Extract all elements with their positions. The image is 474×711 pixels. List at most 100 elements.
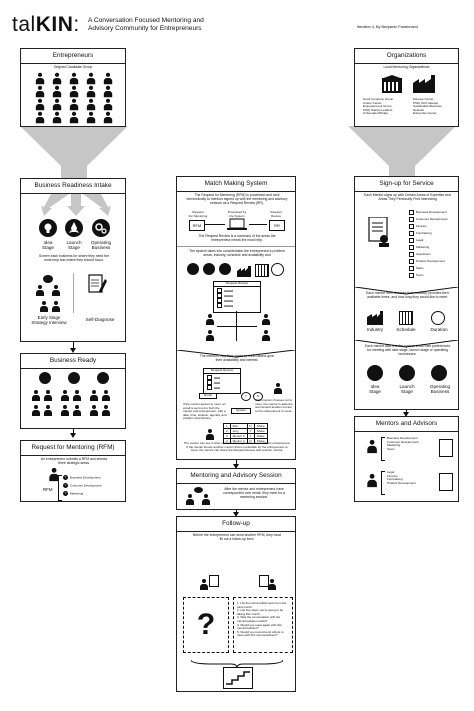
constraint-industry: Industry bbox=[366, 327, 384, 332]
mentor-icon bbox=[366, 473, 377, 487]
mentors-title: Mentors and Advisors bbox=[355, 417, 458, 432]
people-meeting-icon bbox=[39, 299, 61, 313]
clipboard-icon bbox=[87, 273, 107, 295]
clock-icon bbox=[271, 263, 284, 276]
results-chart-icon bbox=[223, 667, 253, 689]
organizations-title: Organizations bbox=[355, 49, 458, 64]
match-summary: The Request Review is a summary of the a… bbox=[198, 234, 276, 243]
checklist: ▬▬▬▬▬▬▬▬▬▬▬▬ bbox=[217, 288, 233, 308]
lightbulb-icon bbox=[187, 263, 199, 275]
building-icon bbox=[381, 75, 403, 93]
intake-screen-text: Screen each business for where they need… bbox=[39, 254, 109, 263]
funnel-left bbox=[20, 126, 128, 180]
rfm-prefix: RFM bbox=[43, 487, 53, 492]
person-icon bbox=[103, 85, 112, 98]
rfm-item: ?Customer Development bbox=[63, 483, 102, 488]
mentor-bracket bbox=[381, 437, 385, 461]
logo-kin: KIN bbox=[35, 13, 74, 36]
arrow-down bbox=[232, 464, 239, 469]
person-icon bbox=[52, 111, 61, 124]
match-box: Match Making System The Request for Ment… bbox=[176, 176, 296, 460]
questions-form: 1. List five accomplishments from the pa… bbox=[233, 597, 293, 653]
arrow-down bbox=[69, 433, 76, 438]
mentor-checklist-icon bbox=[367, 216, 393, 247]
list-item: 3. Was the conversation with the mentor/… bbox=[237, 615, 281, 623]
calendar-icon bbox=[399, 311, 413, 325]
rr-doc: RR bbox=[269, 220, 285, 231]
person-icon bbox=[69, 98, 78, 111]
signup-stage-1: Idea Stage bbox=[368, 384, 381, 394]
list-item: Product Development bbox=[387, 480, 416, 485]
list-item: Sustainable Business bbox=[413, 104, 442, 109]
match-criteria-icons bbox=[187, 263, 287, 277]
v-divider bbox=[354, 335, 459, 348]
list-item: Legal bbox=[387, 470, 395, 474]
v-divider bbox=[354, 282, 459, 295]
person-icon bbox=[72, 390, 81, 401]
person-icon bbox=[69, 72, 78, 85]
list-item: Business Development bbox=[387, 436, 418, 440]
people-meeting-icon bbox=[185, 487, 213, 505]
list-item: Team bbox=[409, 272, 459, 279]
person-icon bbox=[89, 405, 98, 416]
gears-icon bbox=[92, 219, 110, 237]
signup-box: Sign-up for Service Each Mentor signs up… bbox=[354, 176, 459, 410]
factory-icon bbox=[413, 75, 435, 93]
constraint-duration: Duration bbox=[430, 327, 448, 332]
request-review-label-2: Request Review bbox=[204, 368, 240, 374]
person-icon bbox=[86, 98, 95, 111]
gears-icon bbox=[431, 365, 447, 381]
no-option[interactable]: N bbox=[253, 392, 263, 401]
question-mark-icon: ? bbox=[196, 608, 216, 641]
intake-early-label: Early Stage Strategy Interview bbox=[31, 315, 67, 325]
constraint-schedule: Schedule bbox=[396, 327, 416, 332]
request-review-doc-2: Request Review ▬▬▬▬▬▬ bbox=[203, 368, 241, 394]
list-item: Operations bbox=[409, 251, 459, 258]
calendar-icon bbox=[255, 264, 269, 277]
mentors-box: Mentors and Advisors Business Developmen… bbox=[354, 416, 459, 502]
organizations-box: Organizations Local Mentoring Organizati… bbox=[354, 48, 459, 127]
list-item: Network bbox=[413, 107, 425, 112]
intake-stage-2: Launch Stage bbox=[66, 240, 82, 250]
lightbulb-icon bbox=[367, 365, 383, 381]
flow-mid-label: Processed by the System bbox=[227, 210, 247, 218]
logo: talKIN: bbox=[12, 14, 80, 36]
list-item: Legal bbox=[409, 237, 459, 244]
mentor-icon bbox=[261, 330, 270, 341]
list-item: Unbounded Bridge bbox=[363, 111, 389, 116]
person-icon bbox=[35, 72, 44, 85]
list-item: Team bbox=[387, 446, 395, 451]
person-icon bbox=[103, 111, 112, 124]
list-item: Customer Development bbox=[387, 439, 419, 444]
help-icon: ? bbox=[63, 475, 68, 480]
checkbox-icon bbox=[409, 251, 414, 257]
checkbox-icon bbox=[409, 237, 414, 243]
factory-icon bbox=[237, 264, 251, 277]
logo-tal: tal bbox=[12, 13, 36, 36]
yes-option[interactable]: Y bbox=[241, 392, 251, 401]
speech-people-icon bbox=[35, 275, 61, 297]
help-icon: ? bbox=[63, 483, 68, 488]
clock-icon bbox=[431, 311, 445, 325]
list-item: Philly Tech Meetup bbox=[413, 100, 439, 105]
person-icon bbox=[52, 98, 61, 111]
list-item: Fundraising bbox=[387, 477, 403, 482]
anonymous-form: ? bbox=[183, 597, 229, 653]
list-item: 1. List five accomplishments from the pa… bbox=[237, 601, 287, 609]
rfm-items: ?Business Development?Customer Developme… bbox=[63, 475, 102, 499]
person-icon bbox=[60, 390, 69, 401]
connector bbox=[73, 342, 74, 350]
followup-box: Follow-up Before the entrepreneur can se… bbox=[176, 516, 296, 692]
person-icon bbox=[72, 405, 81, 416]
person-icon bbox=[86, 85, 95, 98]
match-intro: The Request for Mentoring (RFM) is proce… bbox=[186, 193, 288, 206]
list-item: Business Development bbox=[409, 209, 459, 216]
table-cell: Mentor 3 bbox=[229, 433, 248, 439]
intake-arrows bbox=[41, 194, 111, 216]
signup-stage-3: Operating Business bbox=[429, 384, 451, 394]
rfm-title: Request for Mentoring (RFM) bbox=[21, 441, 125, 456]
checkbox-icon bbox=[409, 244, 414, 250]
checkbox-icon bbox=[409, 272, 414, 278]
entrepreneur-icon bbox=[48, 467, 59, 481]
intake-stage-1: Idea Stage bbox=[41, 240, 54, 250]
